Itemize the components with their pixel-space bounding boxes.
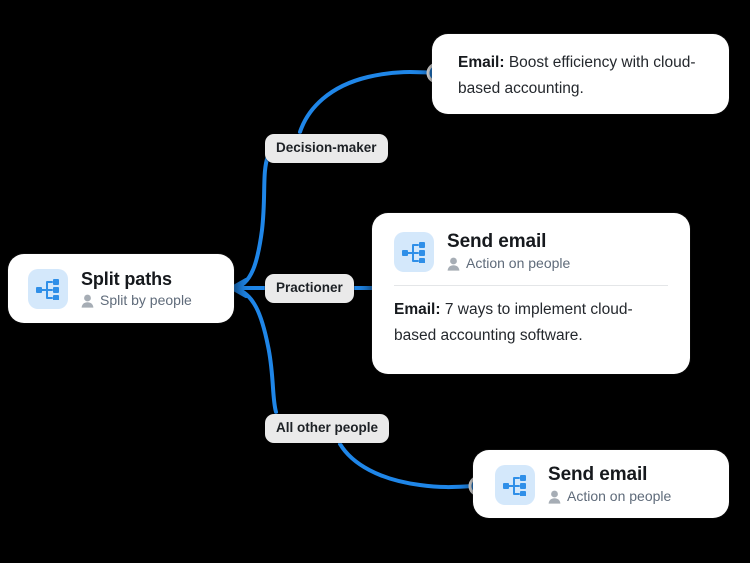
split-paths-icon — [394, 231, 434, 272]
split-paths-icon — [28, 268, 68, 309]
card-title: Send email — [447, 231, 547, 252]
edge-decision-maker-out — [298, 69, 438, 134]
node-subtitle-row: Split by people — [81, 292, 192, 309]
person-icon — [447, 257, 460, 271]
branch-label-practioner[interactable]: Practioner — [265, 274, 354, 303]
card-subtitle-row: Action on people — [447, 255, 570, 272]
card-header: Send email Action on people — [495, 464, 711, 505]
split-paths-icon — [495, 464, 535, 505]
node-header-text: Split paths Split by people — [81, 268, 192, 309]
card-body: Email: Boost efficiency with cloud-based… — [458, 50, 707, 102]
card-header: Send email Action on people — [394, 231, 668, 272]
node-title: Split paths — [81, 269, 172, 289]
edge-decision-maker-in — [231, 154, 270, 290]
node-split-paths[interactable]: Split paths Split by people — [8, 254, 234, 323]
edge-converge-arrow — [230, 278, 248, 298]
node-header: Split paths Split by people — [28, 268, 218, 309]
card-subtitle-row: Action on people — [548, 488, 671, 505]
person-icon — [81, 294, 94, 308]
node-subtitle-label: Split by people — [100, 292, 192, 308]
card-send-email-middle[interactable]: Send email Action on people Email: 7 way… — [372, 213, 690, 374]
card-body: Email: 7 ways to implement cloud-based a… — [394, 297, 668, 349]
card-body-label: Email: — [458, 54, 505, 71]
card-body-label: Email: — [394, 301, 441, 318]
card-divider — [394, 285, 668, 286]
card-body-text: Boost efficiency with cloud-based accoun… — [458, 54, 696, 97]
card-email-top[interactable]: Email: Boost efficiency with cloud-based… — [432, 34, 729, 114]
edge-all-other-out — [338, 442, 480, 490]
person-icon — [548, 490, 561, 504]
card-header-text: Send email Action on people — [447, 231, 570, 272]
card-send-email-bottom[interactable]: Send email Action on people — [473, 450, 729, 518]
card-body-text: 7 ways to implement cloud-based accounti… — [394, 301, 633, 344]
branch-label-all-other-people[interactable]: All other people — [265, 414, 390, 443]
card-header-text: Send email Action on people — [548, 464, 671, 505]
branch-label-decision-maker[interactable]: Decision-maker — [265, 134, 388, 163]
card-subtitle-label: Action on people — [567, 488, 672, 504]
card-subtitle-label: Action on people — [466, 255, 571, 271]
card-title: Send email — [548, 464, 648, 485]
edge-all-other-in — [231, 286, 278, 414]
